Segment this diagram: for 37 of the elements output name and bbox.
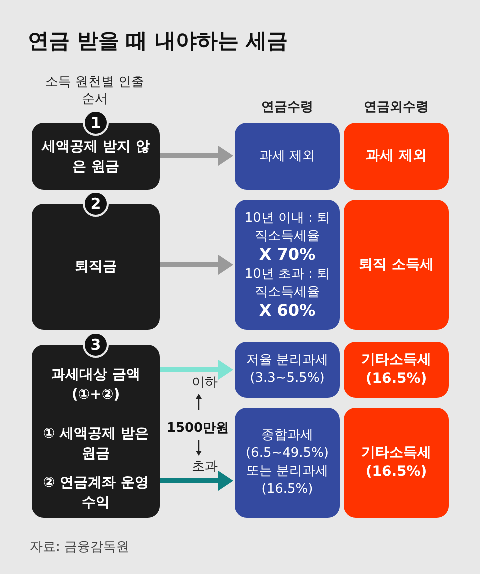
box-text: 과세 제외 (259, 148, 316, 166)
threshold-label: 1500만원 (166, 420, 230, 438)
title: 연금 받을 때 내야하는 세금 (28, 28, 288, 55)
pension-tax-box (235, 200, 340, 330)
box-text: ② 연금계좌 운영 수익 (42, 474, 150, 513)
column-header: 연금외수령 (363, 99, 430, 117)
non-pension-tax-box (344, 342, 449, 398)
non-pension-tax-box (344, 200, 449, 330)
box-text: 기타소득세 (16.5%) (360, 351, 432, 389)
box-text: 10년 초과 : 퇴직소득세율 X 60% (244, 266, 332, 320)
box-text: 퇴직금 (75, 258, 117, 277)
step-number-badge: 1 (83, 110, 109, 136)
box-text: 기타소득세 (16.5%) (360, 444, 432, 482)
edge-label: 이하 (192, 374, 218, 392)
box-text: 세액공제 받지 않은 원금 (40, 138, 151, 176)
pension-tax-box (235, 342, 340, 398)
box-text: 퇴직 소득세 (359, 256, 434, 274)
step-number-badge: 3 (83, 332, 109, 358)
box-text: 저율 분리과세 (3.3~5.5%) (245, 352, 330, 388)
source-note: 자료: 금융감독원 (30, 539, 130, 557)
non-pension-tax-box (344, 408, 449, 518)
box-text: 과세 제외 (366, 147, 427, 166)
box-text: 과세대상 금액 (①+②) (50, 366, 142, 405)
arrow (160, 471, 234, 491)
box-text: 종합과세 (6.5~49.5%) 또는 분리과세 (16.5%) (244, 427, 330, 499)
column-header: 연금수령 (260, 99, 314, 117)
pension-tax-box (235, 123, 340, 190)
arrow (160, 255, 234, 275)
non-pension-tax-box (344, 123, 449, 190)
step-number-badge: 2 (83, 191, 109, 217)
box-text: 10년 이내 : 퇴직소득세율 X 70% (244, 210, 332, 264)
arrow (160, 360, 234, 380)
edge-label: 초과 (192, 458, 218, 476)
arrow (160, 146, 234, 166)
column-label: 소득 원천별 인출 순서 (44, 74, 146, 108)
pension-tax-box (235, 408, 340, 518)
box-text: ① 세액공제 받은 원금 (42, 425, 150, 464)
